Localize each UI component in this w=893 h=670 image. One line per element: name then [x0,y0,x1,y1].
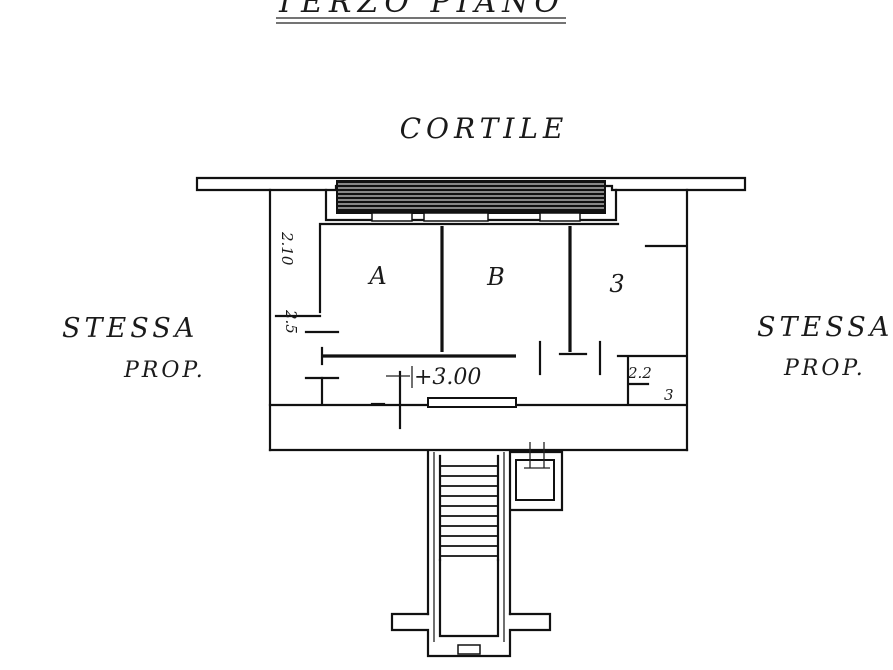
elevation-label: +3.00 [414,365,481,390]
courtyard-label: CORTILE [400,112,569,145]
elevation-marker [386,366,413,388]
dimension-left-a: 2.10 [278,231,296,266]
room-label-2: B [486,263,505,291]
plan-title: TERZO PIANO [275,0,565,20]
left-neighbor-line2: PROP. [123,358,206,383]
right-neighbor-line2: PROP. [783,356,866,381]
room-label-3: 3 [609,270,624,298]
room-label-1: A [367,262,386,290]
apartment-walls [268,188,689,452]
left-neighbor-line1: STESSA [62,313,198,344]
balcony [195,176,747,222]
title-underline [276,17,566,24]
dimension-right-b: 3 [664,386,674,404]
dimension-right-a: 2.2 [627,364,652,382]
staircase [390,450,552,658]
elevator-shaft [510,442,564,512]
dimension-left-b: 2.5 [282,309,300,334]
right-neighbor-line1: STESSA [757,312,893,343]
balcony-railing [336,180,606,214]
